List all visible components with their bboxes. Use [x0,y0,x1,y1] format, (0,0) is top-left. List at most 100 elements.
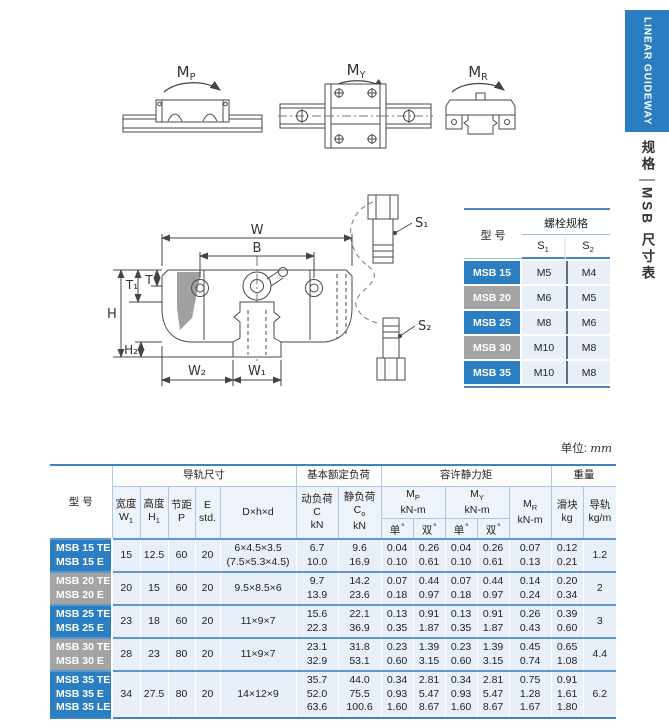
bolt-s1-cell: M6 [522,286,566,310]
block-weight-cell: 0.65 1.08 [551,637,584,672]
moment-diagram-my: MY [278,61,433,149]
dhd-cell: 9.5×8.5×6 [220,571,297,606]
my-single-cell: 0.23 0.60 [445,637,478,672]
rail-weight-cell: 2 [583,571,617,606]
bolt-s2-cell: M8 [566,361,610,385]
bolt-s1-cell: M10 [522,361,566,385]
block-weight-cell: 0.12 0.21 [551,538,584,573]
dim-label-h: H [107,307,117,322]
moment-diagram-mr: MR [445,63,516,135]
mr-cell: 0.75 1.28 1.67 [509,670,552,718]
side-title-divider [638,179,655,181]
brand-text: LINEAR GUIDEWAY [641,16,653,126]
moment-arrow-mr [451,80,505,93]
bolt-col-s2: S2 [566,237,610,260]
rail-weight-cell: 1.2 [583,538,617,573]
e-cell: 20 [195,637,221,672]
bolt-model-cell: MSB 20 [464,286,522,310]
bolt-s2-drawing [376,317,416,381]
mp-single-cell: 0.04 0.10 [381,538,414,573]
mp-double-cell: 0.26 0.61 [413,538,446,573]
bolt-s1-cell: M5 [522,261,566,285]
dynamic-load-cell: 15.6 22.3 [296,604,339,639]
model-cell: MSB 15 TE MSB 15 E [50,538,113,573]
bolt-col-s1: S1 [522,237,566,260]
mp-single-cell: 0.34 0.93 1.60 [381,670,414,718]
dynamic-load-cell: 23.1 32.9 [296,637,339,672]
dhd-cell: 11×9×7 [220,604,297,639]
my-double-cell: 0.91 1.87 [477,604,510,639]
spec-group-moment: 容许静力矩 [380,464,552,487]
e-cell: 20 [195,670,221,718]
model-cell: MSB 20 TE MSB 20 E [50,571,113,606]
static-load-cell: 9.6 16.9 [338,538,382,573]
my-single-cell: 0.34 0.93 1.60 [445,670,478,718]
my-single-cell: 0.13 0.35 [445,604,478,639]
bolt-path-connectors [350,201,380,325]
bolt-model-cell: MSB 30 [464,336,522,360]
unit-label: 单位: [560,443,587,455]
page-title: MSB 尺寸表 [639,187,655,283]
block-weight-cell: 0.91 1.61 1.80 [551,670,584,718]
dim-label-t: T [144,273,153,287]
dim-label-b: B [253,241,262,256]
static-load-cell: 31.8 53.1 [338,637,382,672]
dimension-labels: W B T₁ T H H₂ W₂ W₁ S₁ S₂ [107,216,431,379]
moment-label-my: MY [347,61,366,81]
dimension-drawing: W B T₁ T H H₂ W₂ W₁ S₁ S₂ [107,194,431,386]
e-cell: 20 [195,604,221,639]
e-cell: 20 [195,571,221,606]
mp-double-cell: 2.81 5.47 8.67 [413,670,446,718]
model-cell: MSB 35 TE MSB 35 E MSB 35 LE [50,670,113,718]
moment-arrow-mp [163,81,221,93]
dim-label-s1: S₁ [415,216,428,231]
my-single-cell: 0.04 0.10 [445,538,478,573]
dim-label-w1: W₁ [248,364,266,379]
spec-group-weight: 重量 [550,464,617,487]
static-load-cell: 14.2 23.6 [338,571,382,606]
model-cell: MSB 25 TE MSB 25 E [50,604,113,639]
mp-single-cell: 0.23 0.60 [381,637,414,672]
rail-side-view [122,99,263,133]
mp-single-cell: 0.13 0.35 [381,604,414,639]
dhd-cell: 14×12×9 [220,670,297,718]
section-label: 规格 [639,140,655,173]
width-cell: 34 [112,670,141,718]
dim-label-h2: H₂ [124,343,138,357]
dynamic-load-cell: 6.7 10.0 [296,538,339,573]
unit-note: 单位: mm [470,440,612,456]
height-cell: 18 [140,604,169,639]
height-cell: 27.5 [140,670,169,718]
bolt-col-model: 型 号 [464,212,522,260]
pitch-cell: 60 [168,571,196,606]
width-cell: 15 [112,538,141,573]
dim-label-w: W [251,223,264,238]
moment-label-mr: MR [468,63,488,83]
mp-double-cell: 1.39 3.15 [413,637,446,672]
height-cell: 12.5 [140,538,169,573]
dhd-cell: 6×4.5×3.5 (7.5×5.3×4.5) [220,538,297,573]
bolt-model-cell: MSB 25 [464,311,522,335]
bolt-s2-cell: M5 [566,286,610,310]
spec-group-rail: 导轨尺寸 [111,464,297,487]
mp-double-cell: 0.91 1.87 [413,604,446,639]
bolt-s2-cell: M4 [566,261,610,285]
bolt-model-cell: MSB 35 [464,361,522,385]
